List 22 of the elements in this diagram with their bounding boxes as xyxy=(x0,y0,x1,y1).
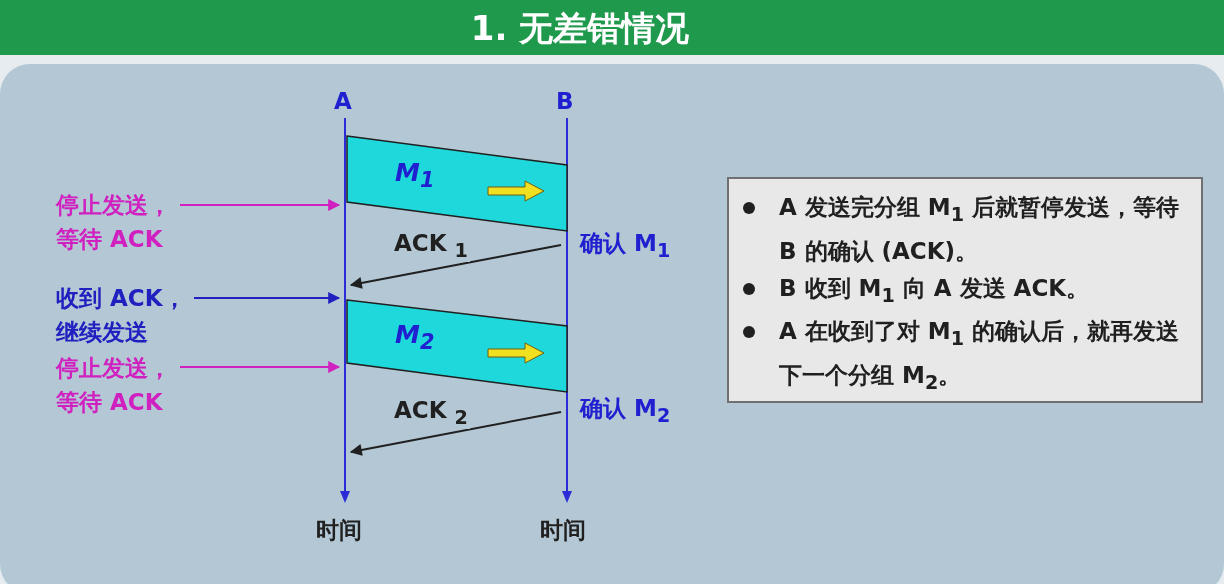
note-box xyxy=(727,177,1203,403)
title: 1. 无差错情况 xyxy=(469,7,691,50)
text-label: B xyxy=(556,88,574,114)
arrow xyxy=(349,411,562,456)
arrow xyxy=(193,292,341,304)
bullet-text: A 发送完分组 M$_{1}$ 后就暂停发送，等待 B 的确认 (ACK)。 xyxy=(779,194,1180,264)
bullet-text: A 在收到了对 M$_{1}$ 的确认后，就再发送下一个分组 M$_{2}$。 xyxy=(779,318,1180,388)
arrow xyxy=(179,361,341,373)
annotation: 停止发送，等待 ACK xyxy=(56,188,178,256)
bullet-text: B 收到 M$_{1}$ 向 A 发送 ACK。 xyxy=(779,274,1090,301)
packet-label: M$_{2}$ xyxy=(395,320,435,354)
time-axis xyxy=(339,118,351,503)
text-label: 时间 xyxy=(316,516,362,545)
text-label: A xyxy=(334,88,352,114)
annotation: 收到 ACK，继续发送 xyxy=(56,281,192,349)
annotation: 停止发送，等待 ACK xyxy=(56,351,178,419)
arrow xyxy=(349,244,562,289)
text-label: 确认 M$_{2}$ xyxy=(580,394,671,427)
text-label: 确认 M$_{1}$ xyxy=(580,229,671,262)
text-label: 时间 xyxy=(540,516,586,545)
packet-label: M$_{1}$ xyxy=(395,158,435,192)
arrow xyxy=(179,199,341,211)
